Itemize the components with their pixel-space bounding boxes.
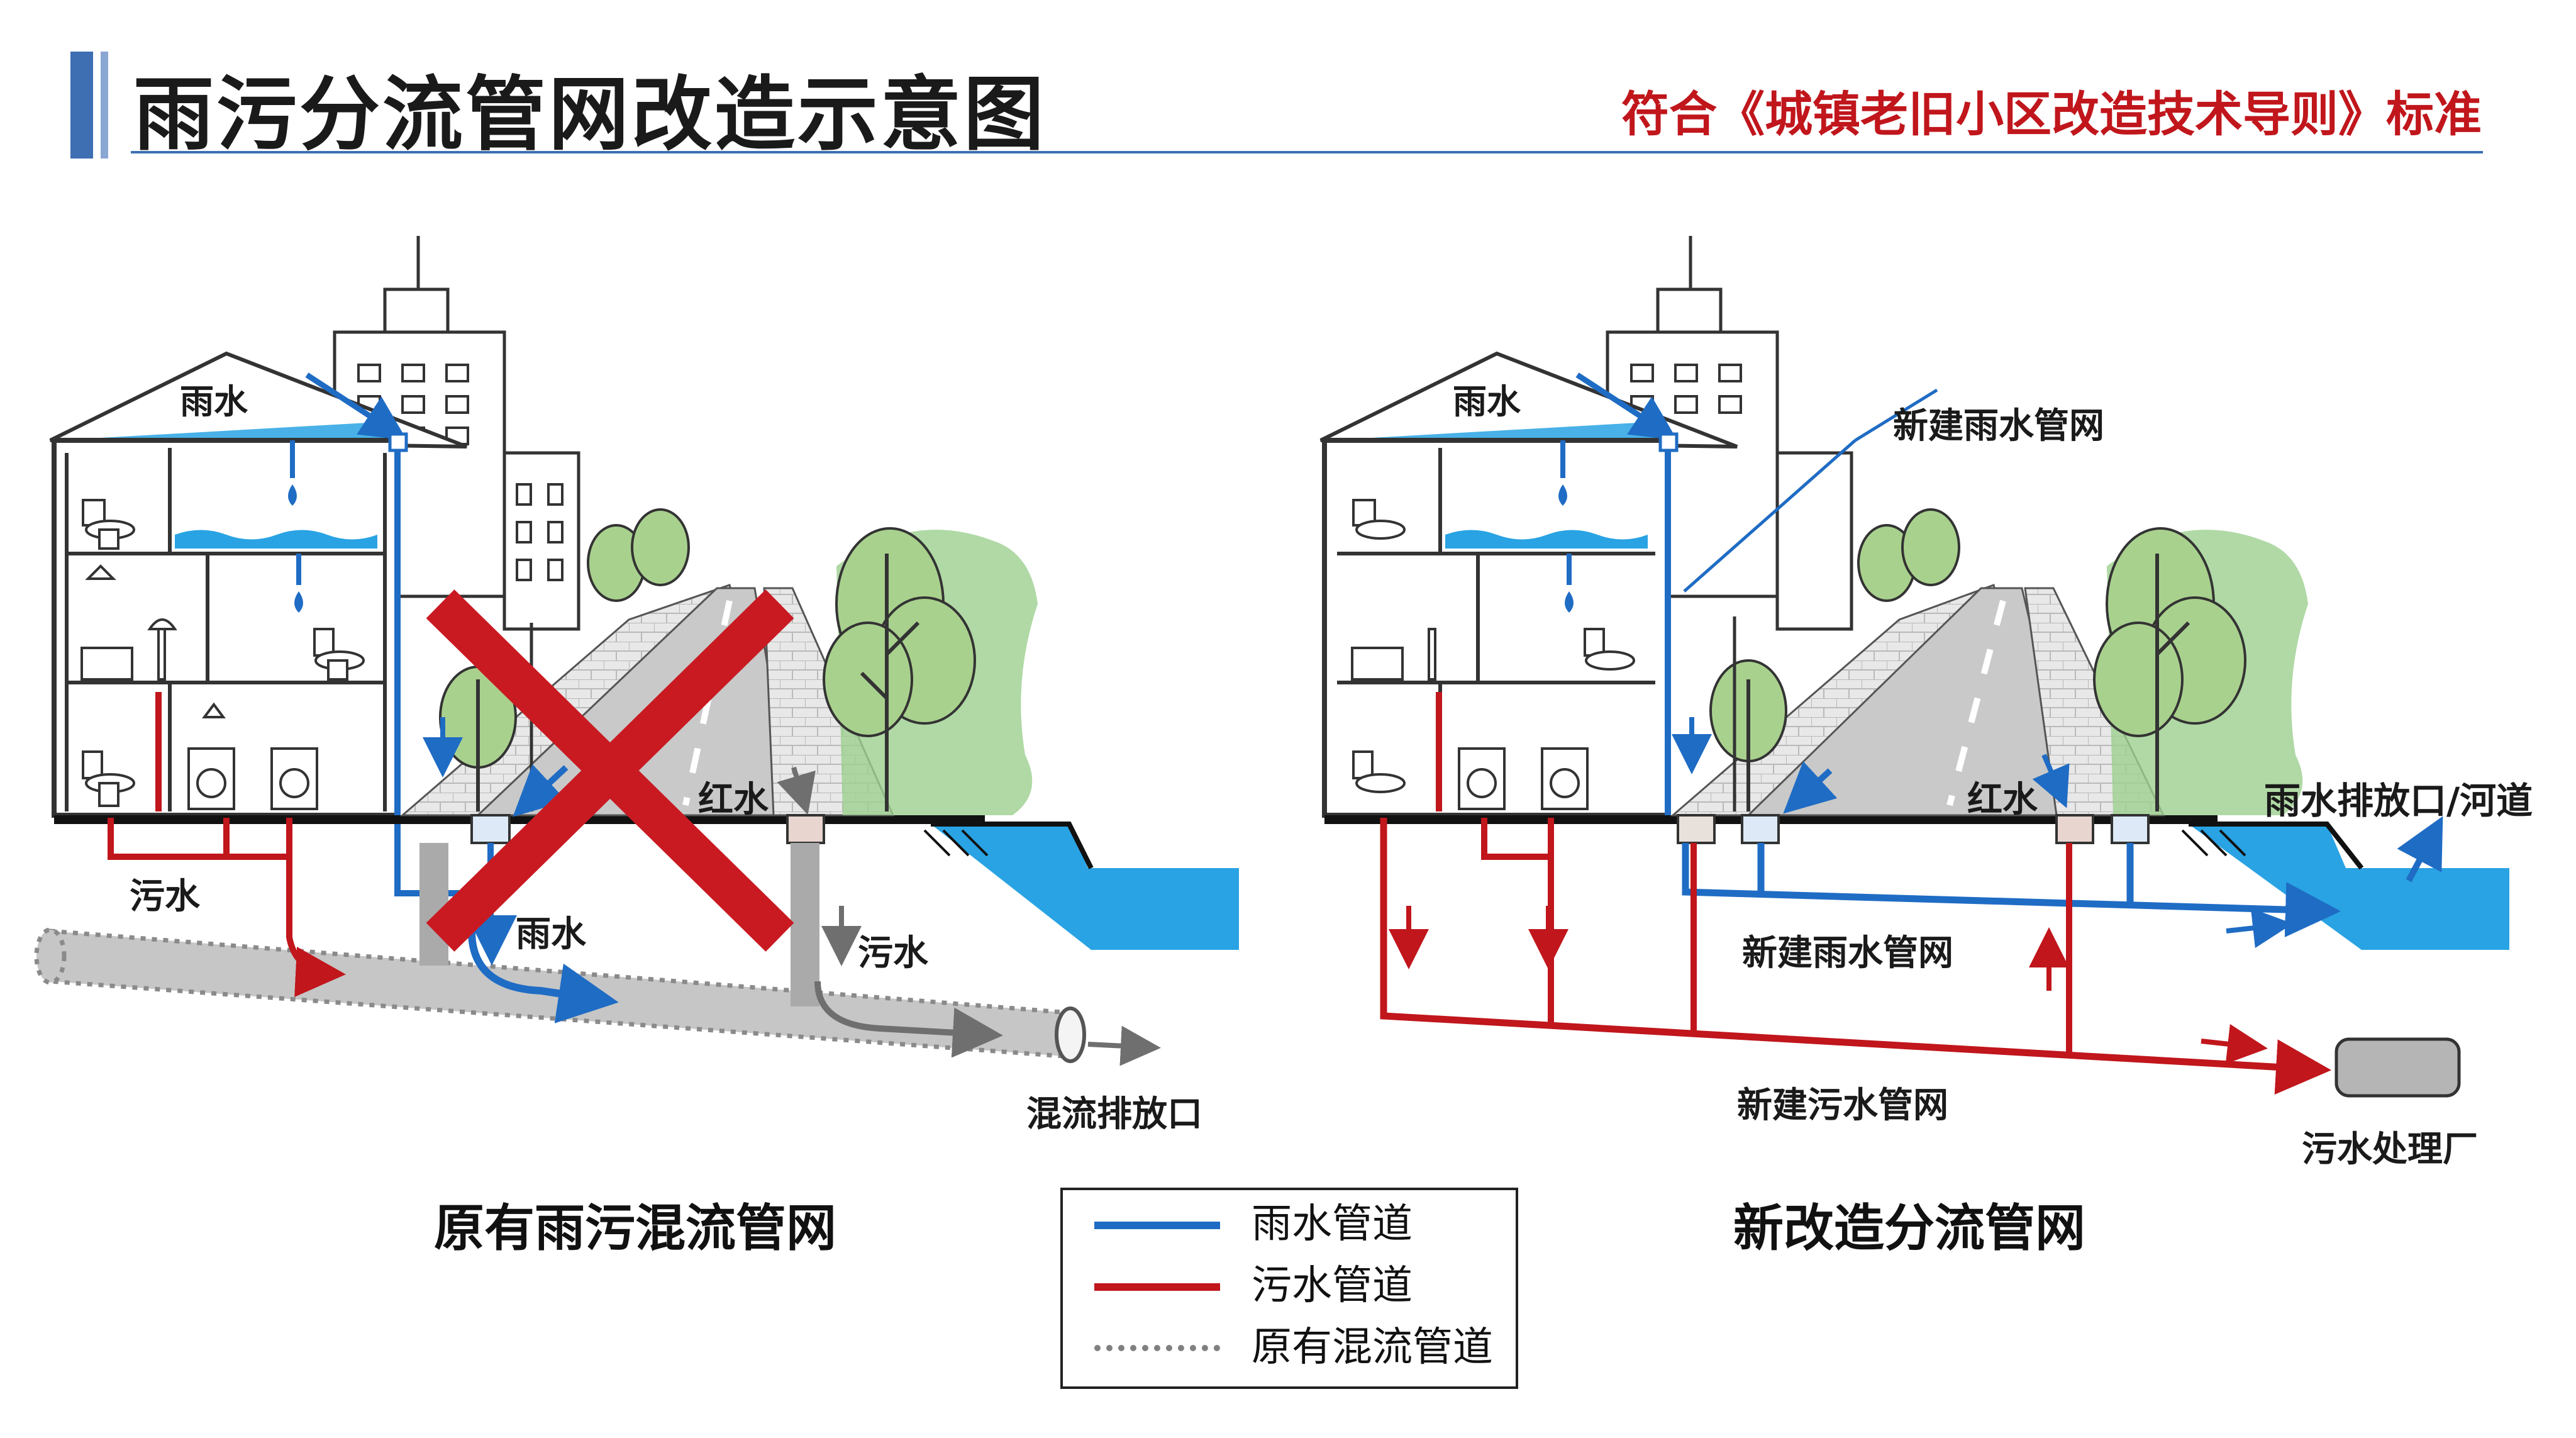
right-red-water-label: 红水: [1967, 779, 2038, 820]
right-new-sewage-network: [1380, 818, 2461, 1098]
legend-rain-swatch: [1094, 1222, 1220, 1229]
left-sewage-label-2: 污水: [858, 933, 928, 974]
page-title: 雨污分流管网改造示意图: [133, 68, 1047, 162]
right-new-sewage-network-label: 新建污水管网: [1737, 1085, 1948, 1126]
right-river: [2181, 816, 2509, 950]
right-new-rain-network: [1682, 388, 2341, 949]
right-scene: [1319, 236, 2509, 1098]
title-accent-bar: [70, 52, 93, 159]
left-trees: [439, 508, 1038, 815]
right-roof-rain-label: 雨水: [1453, 382, 1521, 421]
legend-sewage-swatch: [1094, 1283, 1220, 1291]
left-sewage-label: 污水: [130, 876, 200, 917]
right-storm-inlets: [1672, 717, 2150, 844]
left-river: [923, 822, 1239, 950]
right-caption: 新改造分流管网: [1733, 1199, 2085, 1257]
legend: 雨水管道 污水管道 原有混流管道: [1060, 1188, 1518, 1389]
legend-item-sewage: 污水管道: [1094, 1261, 1497, 1311]
left-ground-line: [54, 815, 985, 824]
legend-item-rain: 雨水管道: [1094, 1199, 1497, 1249]
right-house: [1319, 351, 1738, 818]
legend-item-combined: 原有混流管道: [1094, 1322, 1497, 1373]
left-roof-rain-label: 雨水: [180, 382, 248, 421]
title-divider: [131, 151, 2483, 153]
left-scene: [34, 236, 1239, 1066]
left-sewage-pipes: [108, 818, 346, 997]
right-road: [1670, 584, 2165, 817]
left-red-water-label: 红水: [698, 779, 769, 820]
left-rejected-cross: [426, 589, 794, 952]
right-new-rain-network-callout: 新建雨水管网: [1893, 406, 2104, 447]
right-new-rain-network-label: 新建雨水管网: [1742, 933, 1953, 974]
left-tall-building: [333, 236, 580, 631]
left-caption: 原有雨污混流管网: [434, 1199, 836, 1257]
right-rain-outlet-label: 雨水排放口/河道: [2264, 779, 2533, 822]
page-subtitle: 符合《城镇老旧小区改造技术导则》标准: [1621, 86, 2482, 142]
legend-rain-label: 雨水管道: [1252, 1201, 1413, 1247]
right-roof-rain-downpipe: [1575, 372, 1679, 815]
left-combined-sewer: [34, 843, 1161, 1066]
legend-combined-label: 原有混流管道: [1252, 1324, 1493, 1371]
legend-sewage-label: 污水管道: [1252, 1262, 1413, 1309]
title-accent-bar-light: [101, 52, 108, 159]
left-storm-inlets: [423, 717, 825, 844]
right-treatment-plant-label: 污水处理厂: [2302, 1129, 2478, 1170]
right-trees: [1709, 508, 2308, 815]
left-outlet-label: 混流排放口: [1026, 1094, 1202, 1135]
legend-combined-swatch: [1094, 1345, 1220, 1351]
left-rain-label: 雨水: [516, 914, 586, 955]
